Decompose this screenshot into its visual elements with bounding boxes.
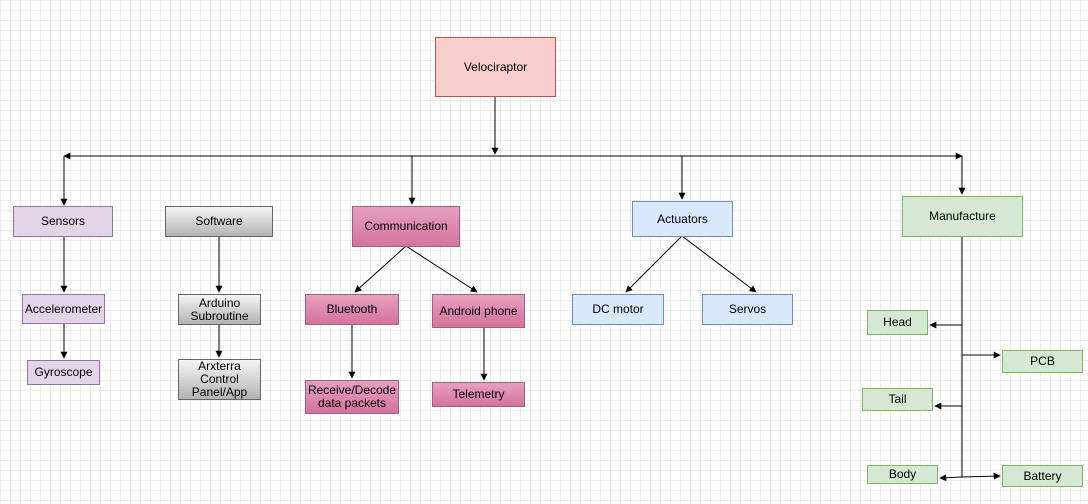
edge-manufacture-battery <box>961 472 1001 480</box>
edge-actuators-servos <box>681 235 757 293</box>
node-manufacture[interactable]: Manufacture <box>902 196 1023 237</box>
node-servos[interactable]: Servos <box>702 294 793 325</box>
node-tail[interactable]: Tail <box>862 388 933 411</box>
node-dc-motor[interactable]: DC motor <box>572 294 664 325</box>
node-pcb[interactable]: PCB <box>1002 350 1083 373</box>
edge-communication-bluetooth <box>354 245 407 293</box>
node-actuators[interactable]: Actuators <box>632 201 733 237</box>
node-gyroscope[interactable]: Gyroscope <box>27 360 100 385</box>
node-software[interactable]: Software <box>165 206 273 237</box>
node-arxterra-control-panel[interactable]: Arxterra Control Panel/App <box>178 359 261 400</box>
node-battery[interactable]: Battery <box>1002 465 1083 487</box>
node-sensors[interactable]: Sensors <box>13 206 113 237</box>
node-bluetooth[interactable]: Bluetooth <box>305 294 399 325</box>
node-velociraptor[interactable]: Velociraptor <box>435 37 556 97</box>
node-head[interactable]: Head <box>867 310 928 335</box>
node-communication[interactable]: Communication <box>352 206 460 247</box>
edge-communication-android <box>405 245 478 293</box>
node-accelerometer[interactable]: Accelerometer <box>22 294 105 324</box>
node-arduino-subroutine[interactable]: Arduino Subroutine <box>178 294 261 325</box>
node-telemetry[interactable]: Telemetry <box>432 382 525 407</box>
node-body[interactable]: Body <box>867 465 938 484</box>
node-receive-decode[interactable]: Receive/Decode data packets <box>305 380 399 414</box>
edge-manufacture-body <box>939 474 963 482</box>
edge-actuators-dcmotor <box>625 235 683 293</box>
node-android-phone[interactable]: Android phone <box>432 294 525 328</box>
